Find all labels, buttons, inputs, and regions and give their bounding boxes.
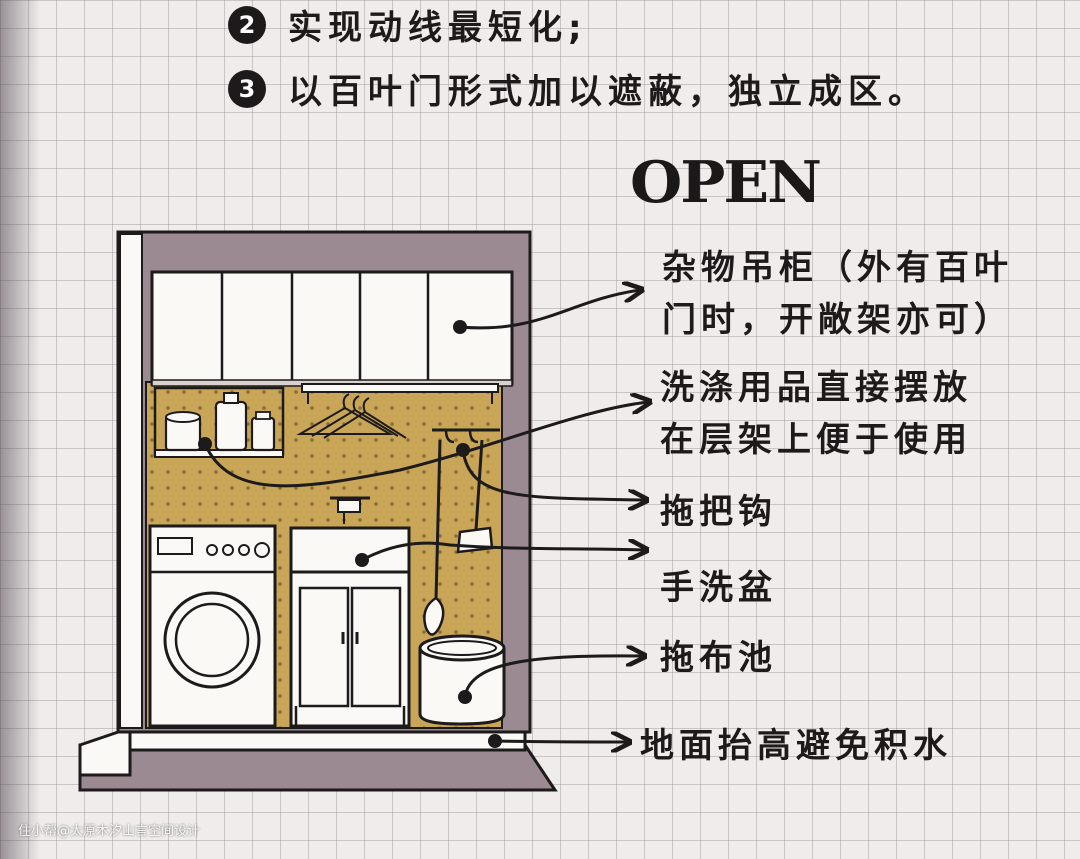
label-detergent-shelf: 洗涤用品直接摆放 在层架上便于使用 [660,362,972,466]
list-item-3-text: 以百叶门形式加以遮蔽，独立成区。 [288,72,928,112]
label-detergent-shelf-line-1: 洗涤用品直接摆放 [660,368,972,408]
label-detergent-shelf-line-2: 在层架上便于使用 [660,420,972,460]
watermark: 住小帮@太原木汐山言空间设计 [18,824,201,839]
mop-sink [418,634,506,726]
hanger-rod [296,383,499,439]
detergent-shelf [153,386,285,458]
number-badge-3: 3 [228,69,266,108]
washing-machine [148,524,277,728]
list-item-3: 3 以百叶门形式加以遮蔽，独立成区。 [228,64,928,113]
page-edge-shadow [0,0,40,859]
open-title: OPEN [630,149,822,217]
label-mop-sink: 拖布池 [660,638,777,678]
list-item-2: 2 实现动线最短化; [228,0,588,49]
leader-lines [198,290,648,748]
label-wall-cabinet-line-2: 门时，开敞架亦可） [662,300,1013,340]
label-mop-hook: 拖把钩 [660,492,777,532]
list-item-2-text: 实现动线最短化; [288,8,588,48]
label-wall-cabinet: 杂物吊柜（外有百叶 门时，开敞架亦可） [662,242,1013,346]
floor-platform [78,725,558,792]
label-raised-floor: 地面抬高避免积水 [640,726,952,766]
hand-basin [289,496,411,728]
label-wall-cabinet-line-1: 杂物吊柜（外有百叶 [662,248,1013,288]
label-hand-basin: 手洗盆 [660,568,777,608]
number-badge-2: 2 [228,5,266,44]
